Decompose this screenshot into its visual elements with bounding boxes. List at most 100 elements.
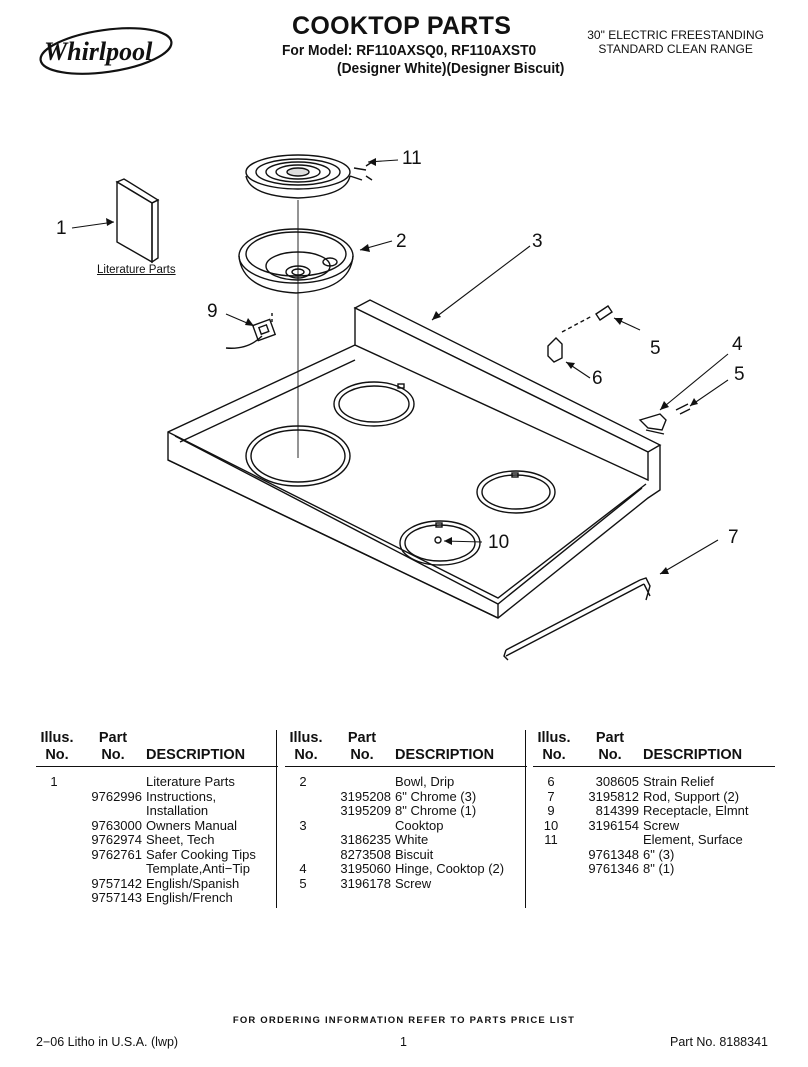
ordering-note: FOR ORDERING INFORMATION REFER TO PARTS …: [232, 1015, 576, 1026]
range-description: 30" ELECTRIC FREESTANDING STANDARD CLEAN…: [587, 28, 764, 56]
part-description: Literature Parts: [146, 774, 235, 789]
part-description: Receptacle, Elmnt: [643, 803, 749, 818]
whirlpool-logo: Whirlpool: [39, 27, 173, 75]
title-block: COOKTOP PARTS For Model: RF110AXSQ0, RF1…: [210, 12, 590, 77]
callout-2: 2: [396, 231, 407, 252]
exploded-parts-diagram: [71, 154, 729, 661]
part-number: 3196154: [588, 817, 639, 833]
arrowheads: [106, 158, 698, 574]
part-description: Hinge, Cooktop (2): [395, 861, 505, 876]
part-description: 8" (1): [643, 861, 675, 876]
table-row: 6 308605 Strain Relief: [533, 774, 775, 790]
part-description: English/Spanish: [146, 875, 240, 891]
part-description: Installation: [146, 803, 209, 818]
receptacle: [225, 318, 277, 349]
callout-6: 6: [592, 368, 603, 389]
part-description: Safer Cooking Tips: [146, 846, 256, 862]
literature-parts-label: Literature Parts: [97, 264, 176, 276]
illus-number: 9: [547, 803, 555, 818]
hinge: [638, 403, 691, 435]
part-description: Template,Anti−Tip: [146, 861, 250, 876]
part-description: Owners Manual: [146, 817, 238, 833]
illus-number: 2: [299, 774, 307, 789]
callout-11: 11: [402, 148, 422, 169]
table-row: Template,Anti−Tip: [36, 861, 278, 877]
callout-5a: 5: [650, 338, 661, 359]
model-line: For Model: RF110AXSQ0, RF110AXST0: [282, 43, 537, 59]
part-description: Rod, Support (2): [643, 788, 740, 804]
part-number: 8273508: [340, 846, 391, 862]
illus-number: 4: [299, 861, 307, 876]
illus-number: 5: [299, 875, 307, 891]
support-rod: [503, 577, 651, 661]
callout-10: 10: [488, 532, 510, 553]
part-number: 9763000: [91, 817, 142, 833]
part-number: 3195209: [340, 803, 391, 818]
part-description: Bowl, Drip: [395, 774, 455, 789]
part-number: 308605: [595, 774, 639, 789]
part-number: 814399: [595, 803, 639, 818]
table-divider: [276, 730, 277, 908]
illus-number: 1: [50, 774, 58, 789]
part-number: 9762761: [91, 846, 142, 862]
table-row: 3 Cooktop: [285, 817, 527, 834]
part-description: White: [395, 832, 429, 847]
table-row: Installation: [36, 803, 278, 819]
part-description: Cooktop: [395, 817, 444, 833]
table-row: 3186235 White: [285, 832, 527, 848]
callout-3: 3: [532, 231, 543, 252]
part-number: 3196178: [340, 875, 391, 891]
surface-element: [245, 154, 373, 199]
illus-number: 11: [544, 832, 558, 847]
part-number: 3195208: [340, 788, 391, 804]
part-description: Strain Relief: [643, 774, 714, 789]
table-row: 9 814399 Receptacle, Elmnt: [533, 803, 775, 819]
illus-number: 7: [547, 788, 555, 804]
part-number: 3186235: [340, 832, 391, 847]
table-divider: [525, 730, 526, 908]
part-description: 8" Chrome (1): [395, 803, 477, 818]
part-number: 9757143: [91, 890, 142, 905]
callout-7: 7: [728, 527, 739, 548]
header-description: DESCRIPTION: [643, 747, 743, 763]
illus-number: 10: [543, 817, 559, 833]
table-row: 1 Literature Parts: [36, 774, 278, 790]
part-number: Part No. 8188341: [670, 1035, 768, 1049]
part-description: Screw: [395, 875, 432, 891]
table-row: 2 Bowl, Drip: [285, 774, 527, 790]
cooktop: [167, 299, 662, 619]
table-row: 11 Element, Surface: [533, 832, 775, 848]
illus-number: 3: [299, 817, 307, 833]
literature-booklet: [115, 178, 160, 264]
part-description: Element, Surface: [643, 832, 743, 847]
variant-line: (Designer White)(Designer Biscuit): [337, 61, 565, 77]
part-number: 9762996: [91, 788, 142, 804]
header-illus: Illus.No.: [289, 730, 323, 763]
part-description: Sheet, Tech: [146, 832, 215, 847]
part-description: Biscuit: [395, 846, 434, 862]
part-number: 9761348: [588, 846, 639, 862]
header-illus: Illus.No.: [537, 730, 571, 763]
illus-number: 6: [547, 774, 555, 789]
